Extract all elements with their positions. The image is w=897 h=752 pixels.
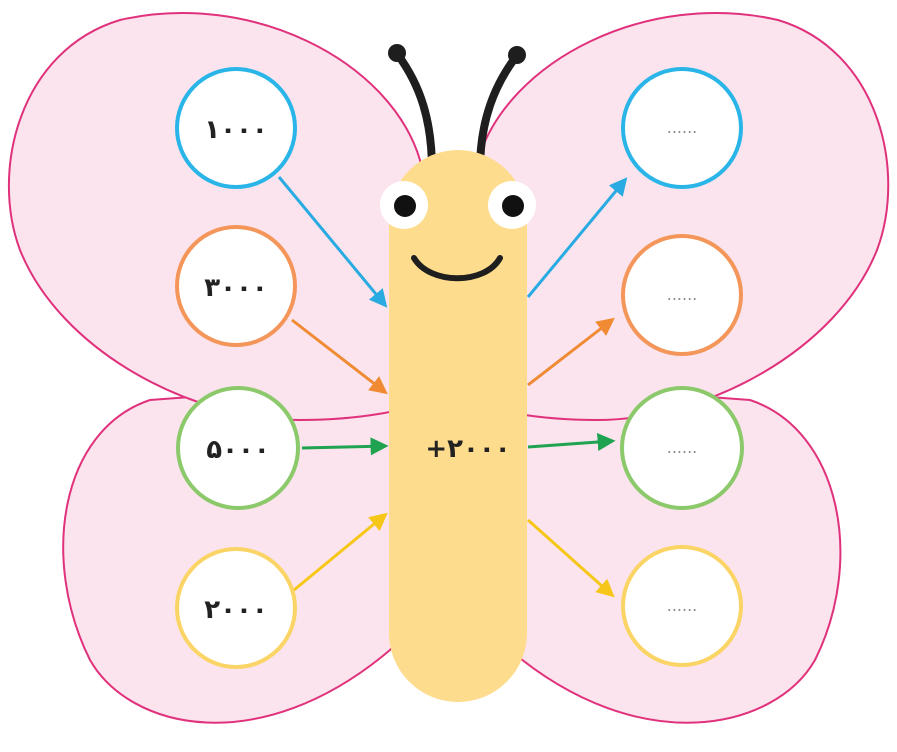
- left-pupil: [394, 195, 416, 217]
- output-circle-1[interactable]: ......: [621, 67, 743, 189]
- output-circle-2[interactable]: ......: [621, 234, 743, 356]
- output-circle-3[interactable]: ......: [620, 386, 744, 510]
- input-value-4: ۲۰۰۰: [204, 595, 267, 625]
- right-pupil: [502, 195, 524, 217]
- input-value-3: ۵۰۰۰: [206, 435, 269, 465]
- input-circle-2: ۳۰۰۰: [175, 225, 297, 347]
- arrow-in-1: [277, 176, 388, 308]
- butterfly-body: [389, 150, 527, 702]
- input-circle-3: ۵۰۰۰: [176, 386, 300, 510]
- input-value-1: ۱۰۰۰: [204, 115, 267, 145]
- output-value-4: ......: [667, 596, 698, 615]
- left-antenna-tip: [388, 44, 406, 62]
- smile: [411, 255, 503, 282]
- arrow-out-2: [527, 317, 615, 387]
- arrow-out-4: [527, 518, 615, 598]
- upper-left-wing: [7, 12, 432, 422]
- arrow-in-2: [291, 318, 388, 395]
- output-value-3: ......: [667, 438, 698, 457]
- input-circle-4: ۲۰۰۰: [175, 547, 297, 669]
- input-circle-1: ۱۰۰۰: [175, 67, 297, 189]
- left-antenna: [394, 51, 436, 174]
- arrow-in-3: [301, 437, 389, 456]
- output-circle-4[interactable]: ......: [621, 545, 743, 667]
- arrow-out-3: [527, 433, 616, 452]
- upper-right-wing: [465, 12, 890, 422]
- operation-label: +۲۰۰۰: [425, 434, 510, 464]
- arrow-out-1: [526, 177, 628, 298]
- right-antenna-tip: [508, 46, 526, 64]
- arrow-in-4: [293, 512, 388, 592]
- output-value-2: ......: [667, 285, 698, 304]
- output-value-1: ......: [667, 118, 698, 137]
- input-value-2: ۳۰۰۰: [204, 273, 267, 303]
